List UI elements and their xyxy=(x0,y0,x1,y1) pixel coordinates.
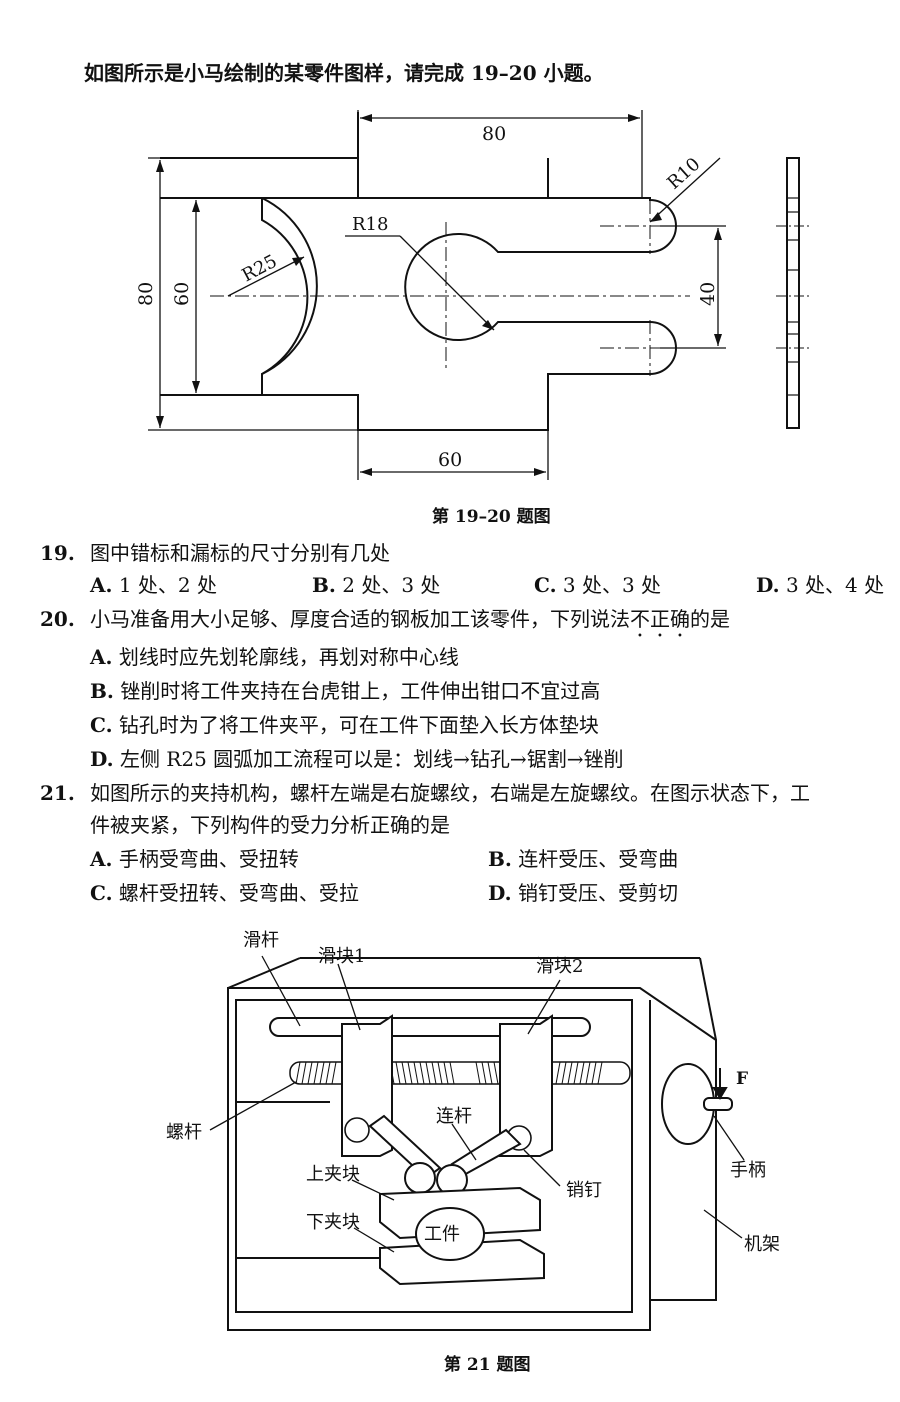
label-lower-block: 下夹块 xyxy=(306,1212,360,1233)
label-link: 连杆 xyxy=(436,1106,472,1127)
q21-stem-line2: 件被夹紧，下列构件的受力分析正确的是 xyxy=(90,813,450,837)
q19-number: 19. xyxy=(40,541,75,565)
label-force-f: F xyxy=(736,1069,748,1089)
q19-stem: 图中错标和漏标的尺寸分别有几处 xyxy=(90,541,390,565)
q19-option-a[interactable]: A. 1 处、2 处 xyxy=(90,573,218,597)
dim-top-80: 80 xyxy=(482,123,506,145)
q20-option-b[interactable]: B. 锉削时将工件夹持在台虎钳上，工件伸出钳口不宜过高 xyxy=(90,679,601,703)
fig1-caption: 第 19–20 题图 xyxy=(432,507,551,527)
q19-option-d[interactable]: D. 3 处、4 处 xyxy=(756,573,885,597)
q21-option-a[interactable]: A. 手柄受弯曲、受扭转 xyxy=(90,847,299,871)
q21-option-c[interactable]: C. 螺杆受扭转、受弯曲、受拉 xyxy=(90,881,359,905)
q19-option-b[interactable]: B. 2 处、3 处 xyxy=(312,573,441,597)
label-pin: 销钉 xyxy=(566,1180,602,1201)
dim-left-60: 60 xyxy=(171,282,193,306)
label-screw: 螺杆 xyxy=(166,1122,202,1143)
label-frame: 机架 xyxy=(744,1234,780,1255)
part-drawing: 80 60 80 60 40 R10 R18 R25 xyxy=(135,110,812,480)
q21-number: 21. xyxy=(40,781,75,805)
label-upper-block: 上夹块 xyxy=(306,1164,360,1185)
q20-number: 20. xyxy=(40,607,75,631)
q19-option-c[interactable]: C. 3 处、3 处 xyxy=(534,573,662,597)
label-slide-rod: 滑杆 xyxy=(243,930,279,951)
q21-option-b[interactable]: B. 连杆受压、受弯曲 xyxy=(488,847,679,871)
fig2-caption: 第 21 题图 xyxy=(444,1355,531,1375)
label-handle: 手柄 xyxy=(730,1160,766,1181)
q20-emphasis: 不正确 xyxy=(630,607,690,631)
dim-r18: R18 xyxy=(352,214,388,235)
label-slider1: 滑块1 xyxy=(318,946,365,967)
q20-option-c[interactable]: C. 钻孔时为了将工件夹平，可在工件下面垫入长方体垫块 xyxy=(90,713,599,737)
q21-stem-line1: 如图所示的夹持机构，螺杆左端是右旋螺纹，右端是左旋螺纹。在图示状态下，工 xyxy=(90,781,810,805)
frame-outline xyxy=(227,987,717,1331)
label-workpiece: 工件 xyxy=(424,1224,460,1245)
q20-stem: 小马准备用大小足够、厚度合适的钢板加工该零件，下列说法不正确的是 xyxy=(90,607,730,631)
q21-option-d[interactable]: D. 销钉受压、受剪切 xyxy=(488,881,678,905)
dim-right-40: 40 xyxy=(697,282,719,306)
q20-option-d[interactable]: D. 左侧 R25 圆弧加工流程可以是：划线→钻孔→锯割→锉削 xyxy=(90,747,624,771)
dim-left-80: 80 xyxy=(135,282,157,306)
intro-text: 如图所示是小马绘制的某零件图样，请完成 19–20 小题。 xyxy=(84,61,604,85)
label-slider2: 滑块2 xyxy=(536,956,583,977)
q20-option-a[interactable]: A. 划线时应先划轮廓线，再划对称中心线 xyxy=(90,645,459,669)
part-outline-main xyxy=(160,157,677,431)
dim-bottom-60: 60 xyxy=(438,449,462,471)
